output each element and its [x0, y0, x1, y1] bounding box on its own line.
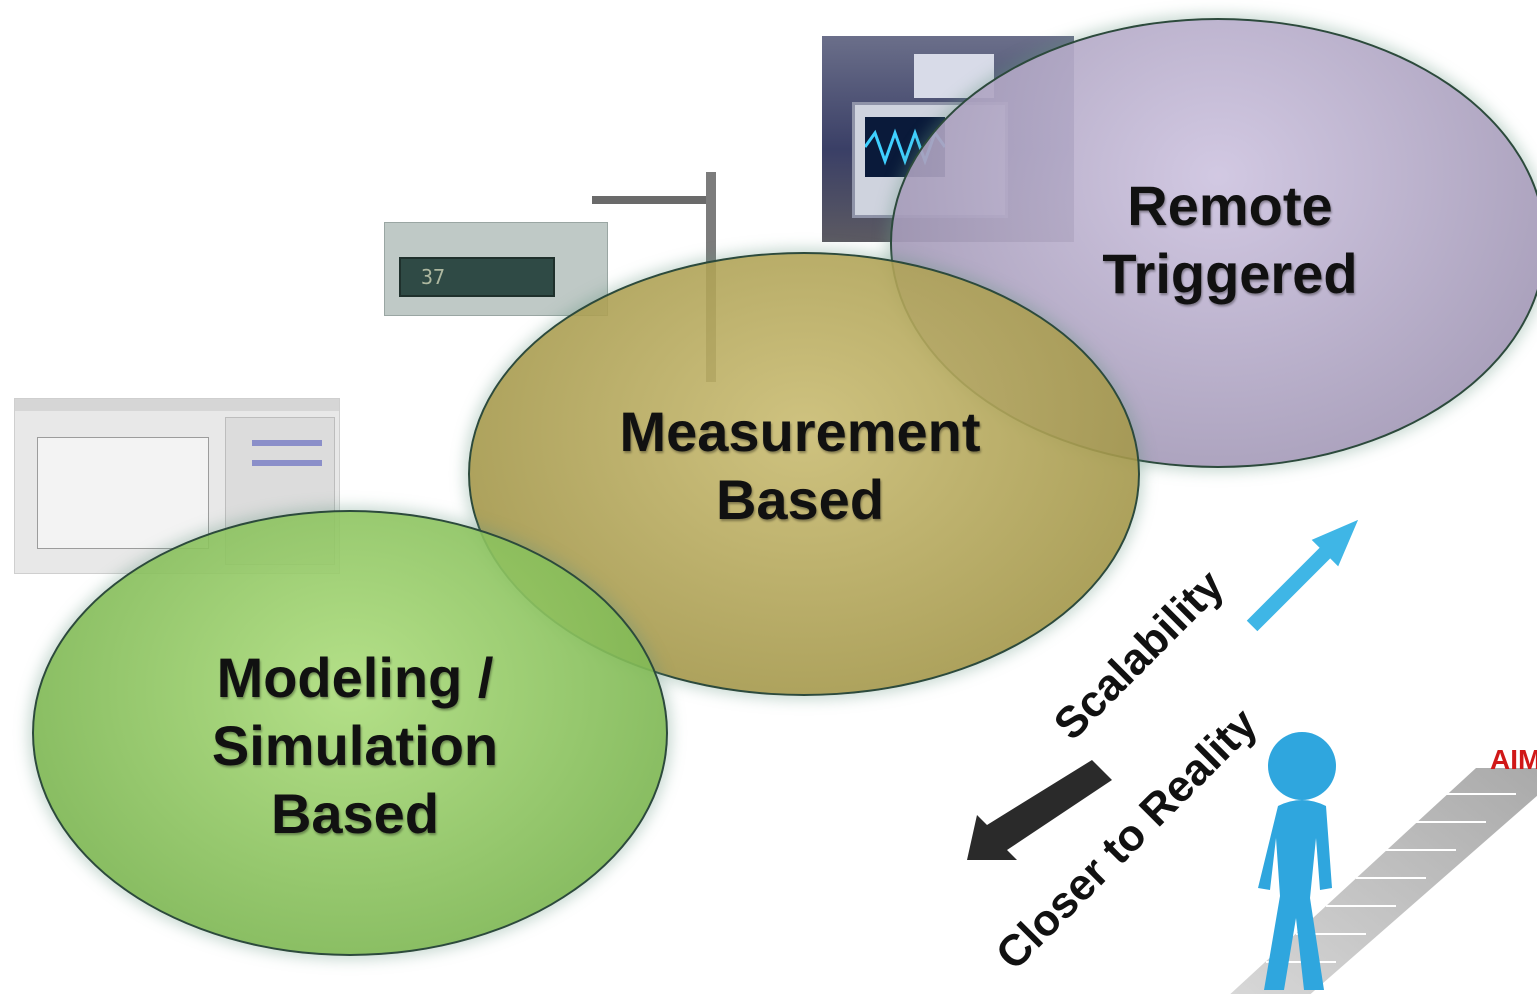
- slider-bar: [252, 440, 322, 446]
- aim-label: AIM: [1490, 744, 1537, 775]
- remote-triggered-label: Remote Triggered: [1102, 174, 1358, 305]
- slider-bar: [252, 460, 322, 466]
- meter-reading: 37: [421, 265, 446, 289]
- modeling-simulation-ellipse: [32, 510, 668, 956]
- arrow-up-right-icon: [1246, 519, 1359, 632]
- arrow-down-left-icon: [967, 760, 1112, 860]
- simulation-title-bar: [15, 399, 339, 411]
- person-icon: [1258, 732, 1336, 990]
- digital-meter-screenshot: 37: [384, 222, 608, 316]
- measurement-based-label: Measurement Based: [619, 400, 981, 531]
- probe-stand-arm: [592, 196, 712, 204]
- circuit-schematic: [37, 437, 209, 549]
- modeling-simulation-label: Modeling / Simulation Based: [211, 646, 499, 845]
- meter-display: 37: [399, 257, 555, 297]
